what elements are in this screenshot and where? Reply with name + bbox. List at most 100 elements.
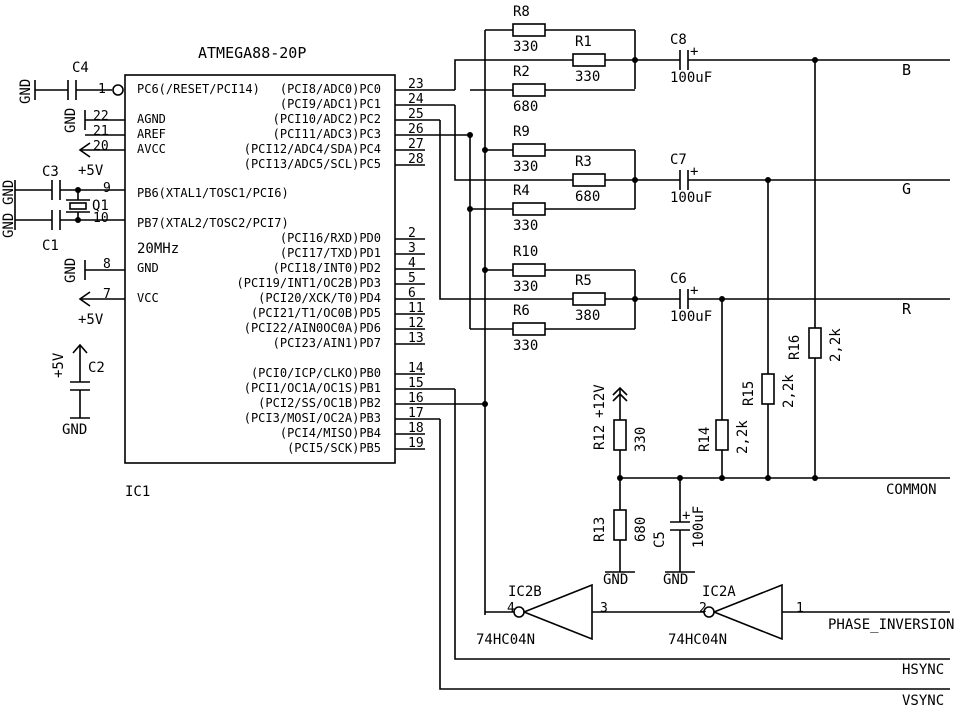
ic2a-inversion-bubble [703, 606, 715, 618]
plus5v-label: +5V [51, 352, 67, 378]
r13-resistor [613, 509, 627, 541]
ic1-pin-number: 20 [93, 139, 109, 154]
pc3-bus-wire [425, 134, 471, 329]
ic2a-in-pin-number: 1 [796, 601, 804, 616]
ic1-pin-number: 22 [93, 109, 109, 124]
reset-inversion-bubble [112, 84, 124, 96]
ic1-pin-number: 15 [408, 376, 424, 391]
junction-dot [482, 401, 488, 407]
c7-plus-sign: + [690, 164, 698, 180]
r6-ref-label: R6 [513, 303, 530, 319]
plus5v-arrow-symbol [78, 142, 91, 158]
ic1-pin-name: AVCC [137, 142, 166, 156]
gnd-label: GND [1, 180, 17, 205]
r16-ref-label: R16 [787, 335, 803, 360]
ic1-pin-number: 21 [93, 124, 109, 139]
junction-dot [75, 187, 81, 193]
net-phase-inversion-label: PHASE_INVERSION [828, 617, 954, 633]
ic1-pin-number: 17 [408, 406, 424, 421]
ic1-pin-name: (PCI5/SCK)PB5 [287, 441, 381, 455]
ic1-pin-number: 19 [408, 436, 424, 451]
ic1-pin-number: 13 [408, 331, 424, 346]
ic1-pin-name: VCC [137, 291, 159, 305]
gnd-label: GND [18, 79, 34, 104]
ic1-pin-name: PB7(XTAL2/TOSC2/PCI7) [137, 216, 289, 230]
resistor-network: R8 330 R1 330 R2 680 R9 330 R3 680 R4 33… [425, 4, 680, 615]
r12-value-label: 330 [633, 427, 649, 452]
net-b-label: B [902, 61, 911, 79]
ic1-pin-number: 3 [408, 241, 416, 256]
c5-plus-sign: + [682, 508, 690, 524]
ic1-pin-number: 27 [408, 137, 424, 152]
junction-dot [632, 296, 638, 302]
ic1-pin-name: (PCI4/MISO)PB4 [280, 426, 381, 440]
ic1-pin-name: (PCI21/T1/OC0B)PD5 [251, 306, 381, 320]
ic1-pin-number: 7 [103, 287, 111, 302]
net-g-label: G [902, 180, 911, 198]
ic1-pin-name: (PCI23/AIN1)PD7 [273, 336, 381, 350]
ic1-pin-name: (PCI10/ADC2)PC2 [273, 112, 381, 126]
r16-resistor [808, 327, 822, 359]
gnd-label: GND [663, 572, 688, 588]
gnd-label: GND [1, 213, 17, 238]
crystal-frequency-label: 20MHz [137, 241, 179, 257]
c6-value-label: 100uF [670, 309, 712, 325]
ic2b-out-pin-number: 4 [507, 601, 515, 616]
r1-value-label: 330 [575, 69, 600, 85]
r9-resistor [512, 143, 546, 157]
ic1-pin-name: PB6(XTAL1/TOSC1/PCI6) [137, 186, 289, 200]
ic1-pin-number: 18 [408, 421, 424, 436]
ic2b-part-label: 74HC04N [476, 632, 535, 648]
c1-label: C1 [42, 238, 59, 254]
r9-value-label: 330 [513, 159, 538, 175]
ic1-pin-name: (PCI11/ADC3)PC3 [273, 127, 381, 141]
r2-value-label: 680 [513, 99, 538, 115]
inverter-stage: IC2B 74HC04N 4 3 IC2A 74HC04N 2 1 PHASE_… [425, 388, 954, 708]
ic1-pin-number: 12 [408, 316, 424, 331]
c8-plus-sign: + [690, 44, 698, 60]
r13-ref-label: R13 [592, 517, 608, 542]
q1-crystal-symbol [66, 190, 90, 220]
ic2a-ref-label: IC2A [702, 584, 736, 600]
c8-ref-label: C8 [670, 32, 687, 48]
ic1-body [124, 74, 396, 464]
ic1-pin-name: AGND [137, 112, 166, 126]
ic2a-part-label: 74HC04N [668, 632, 727, 648]
r3-ref-label: R3 [575, 154, 592, 170]
plus5v-arrow-symbol [72, 343, 88, 354]
c5-ref-label: C5 [652, 531, 668, 548]
plus5v-arrow-symbol [78, 291, 91, 307]
ic1-pin-name: (PCI18/INT0)PD2 [273, 261, 381, 275]
c3-label: C3 [42, 164, 59, 180]
ic1-pin-name: AREF [137, 127, 166, 141]
ic1-pin-number: 8 [103, 257, 111, 272]
ic2b-in-pin-number: 3 [600, 601, 608, 616]
r14-ref-label: R14 [697, 427, 713, 452]
r12-ref-label: R12 [592, 425, 608, 450]
plus12v-arrow-symbol [612, 386, 628, 402]
ic2a-out-pin-number: 2 [699, 601, 707, 616]
ic1-pin-number: 24 [408, 92, 424, 107]
r6-value-label: 330 [513, 338, 538, 354]
c7-ref-label: C7 [670, 152, 687, 168]
ic2b-inversion-bubble [513, 606, 525, 618]
c2-label: C2 [88, 360, 105, 376]
r1-ref-label: R1 [575, 34, 592, 50]
ic1-pin-number: 23 [408, 77, 424, 92]
ic1-pin-number: 26 [408, 122, 424, 137]
r10-ref-label: R10 [513, 244, 538, 260]
ic1-pin-name: (PCI22/AIN0OC0A)PD6 [244, 321, 381, 335]
r1-resistor [572, 53, 606, 67]
r2-ref-label: R2 [513, 64, 530, 80]
junction-dot [632, 177, 638, 183]
ic1-pin-name: (PCI9/ADC1)PC1 [280, 97, 381, 111]
c4-symbol [67, 80, 77, 100]
ic1-pin-name: (PCI2/SS/OC1B)PB2 [258, 396, 381, 410]
r4-resistor [512, 202, 546, 216]
c7-symbol [679, 170, 950, 190]
r6-resistor [512, 322, 546, 336]
ic1-pin-name: (PCI17/TXD)PD1 [280, 246, 381, 260]
junction-dot [765, 475, 771, 481]
c6-plus-sign: + [690, 283, 698, 299]
r10-value-label: 330 [513, 279, 538, 295]
